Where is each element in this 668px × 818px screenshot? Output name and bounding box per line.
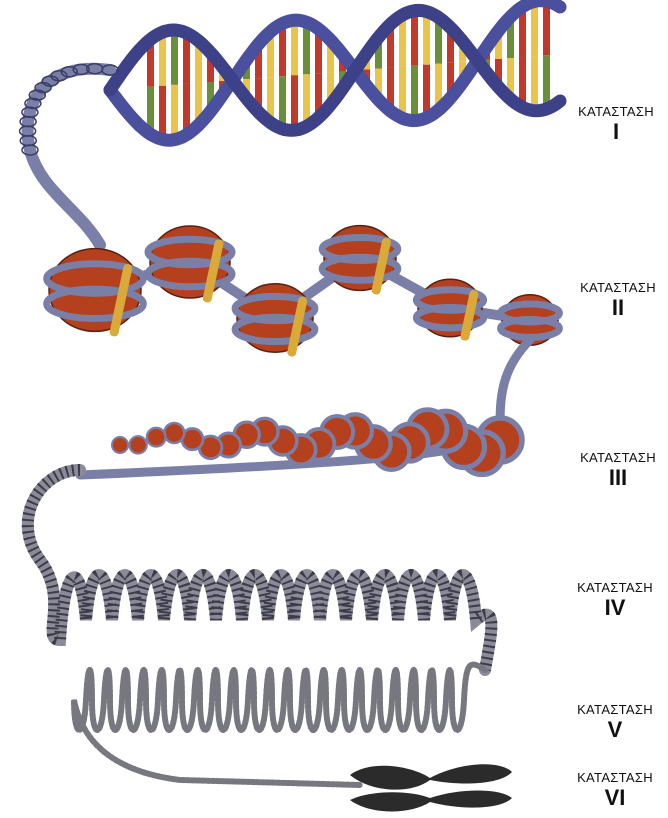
stage-numeral: II	[570, 295, 666, 321]
stage-label-3: ΚΑΤΑΣΤΑΣΗ III	[570, 450, 666, 491]
stage-label-1: ΚΑΤΑΣΤΑΣΗ I	[566, 104, 666, 145]
stage-word: ΚΑΤΑΣΤΑΣΗ	[570, 280, 666, 295]
base-pair	[171, 85, 178, 140]
looped-chromatin	[28, 470, 492, 670]
stage-numeral: VI	[566, 785, 664, 811]
chromosome	[350, 764, 512, 811]
chromatid	[350, 764, 512, 789]
dna-double-helix	[110, 1, 560, 141]
stage-word: ΚΑΤΑΣΤΑΣΗ	[566, 702, 664, 717]
chromatid	[350, 791, 512, 812]
stage-word: ΚΑΤΑΣΤΑΣΗ	[566, 770, 664, 785]
dna-tail-coil	[20, 64, 118, 245]
base-pair	[531, 56, 538, 111]
stage-label-6: ΚΑΤΑΣΤΑΣΗ VI	[566, 770, 664, 811]
base-pair	[159, 86, 166, 139]
solenoid-fiber	[80, 340, 530, 475]
base-pair	[171, 30, 178, 85]
stage-word: ΚΑΤΑΣΤΑΣΗ	[566, 104, 666, 119]
base-pair	[543, 1, 550, 55]
stage-word: ΚΑΤΑΣΤΑΣΗ	[570, 450, 666, 465]
base-pair	[411, 66, 418, 121]
base-pair	[291, 20, 298, 75]
packed-nucleosome	[164, 423, 184, 443]
stage-label-5: ΚΑΤΑΣΤΑΣΗ V	[566, 702, 664, 743]
stage-word: ΚΑΤΑΣΤΑΣΗ	[566, 580, 664, 595]
base-pair	[531, 1, 538, 56]
stage-numeral: III	[570, 465, 666, 491]
packed-nucleosome	[147, 428, 166, 447]
coiled-dna	[28, 69, 110, 245]
packed-nucleosome	[112, 437, 128, 453]
base-pair	[291, 75, 298, 130]
nucleosome-fiber	[47, 226, 560, 358]
condensed-fiber	[74, 664, 485, 785]
stage-label-2: ΚΑΤΑΣΤΑΣΗ II	[570, 280, 666, 321]
looped-fiber	[28, 470, 492, 670]
stage-numeral: IV	[566, 595, 664, 621]
stage-numeral: I	[566, 119, 666, 145]
stage-label-4: ΚΑΤΑΣΤΑΣΗ IV	[566, 580, 664, 621]
condensed-coil	[74, 664, 485, 785]
stage-numeral: V	[566, 717, 664, 743]
packed-nucleosome	[129, 436, 146, 453]
base-pair	[411, 11, 418, 66]
